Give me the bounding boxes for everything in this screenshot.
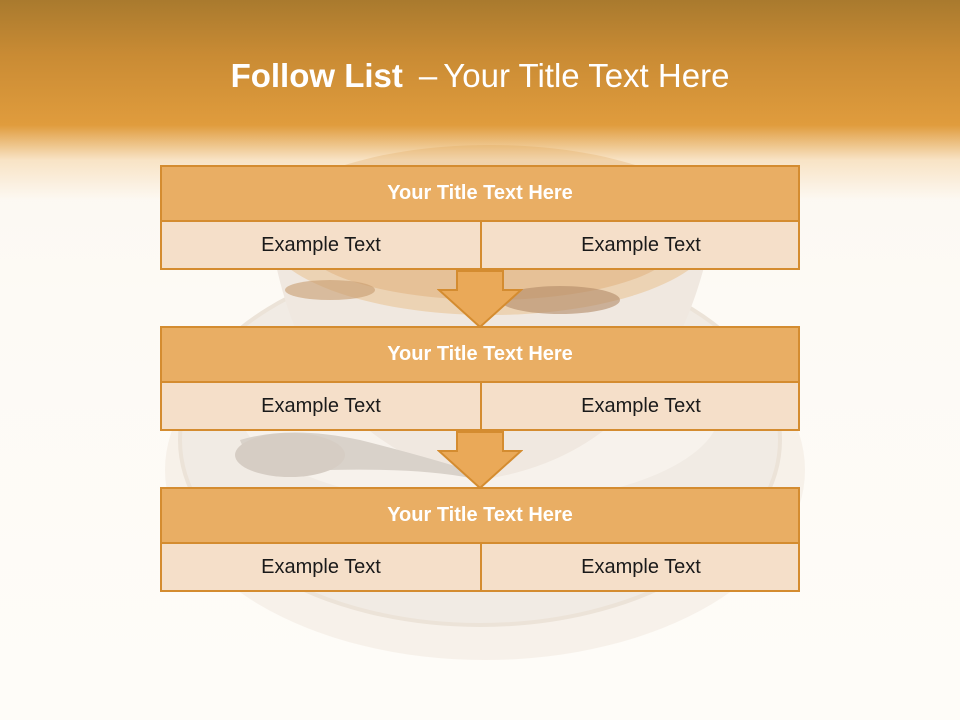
down-arrow-icon [437,270,523,328]
step-right-text: Example Text [581,395,701,417]
slide-title-bold: Follow List [230,57,403,94]
step-box-3: Your Title Text Here Example Text Exampl… [160,487,800,592]
step-box-2: Your Title Text Here Example Text Exampl… [160,326,800,431]
step-title: Your Title Text Here [162,167,798,222]
step-left-text: Example Text [162,222,482,268]
slide-title-rest: Your Title Text Here [443,57,730,94]
step-right-text: Example Text [581,556,701,578]
step-title: Your Title Text Here [162,489,798,544]
step-left-text: Example Text [162,544,482,590]
step-left-text: Example Text [162,383,482,429]
step-right-text: Example Text [581,234,701,256]
down-arrow-icon [437,431,523,489]
step-title: Your Title Text Here [162,328,798,383]
step-box-1: Your Title Text Here Example Text Exampl… [160,165,800,270]
slide-title-dash: – [418,57,438,94]
slide-title: Follow List–Your Title Text Here [0,54,960,98]
